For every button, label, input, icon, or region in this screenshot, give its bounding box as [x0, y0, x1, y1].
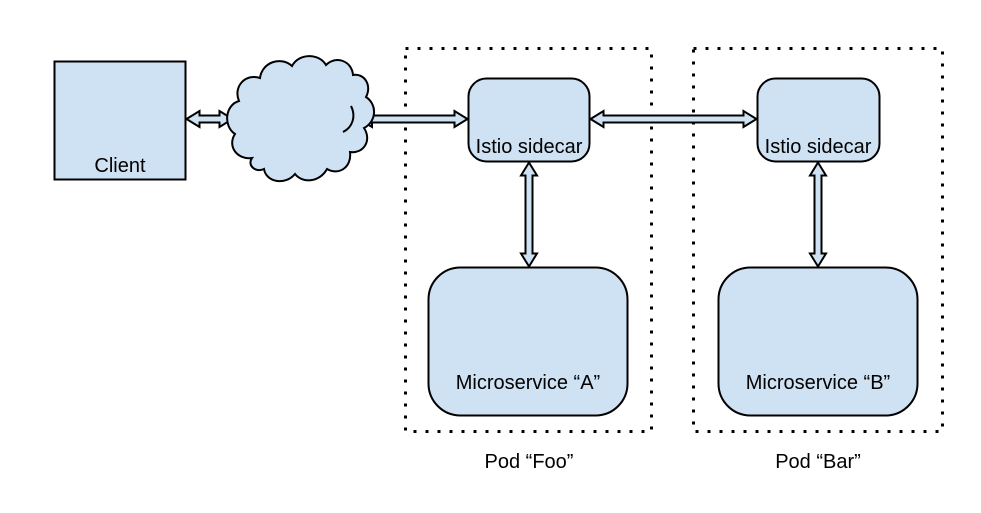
- client-label: Client: [94, 155, 146, 177]
- istio-sidecar-a-label: Istio sidecar: [476, 136, 583, 158]
- arrow-sidecar-a-service-a: [519, 160, 539, 269]
- microservice-a-box: [427, 266, 629, 417]
- microservice-a-label: Microservice “A”: [456, 372, 600, 394]
- pod-bar-label: Pod “Bar”: [775, 451, 861, 473]
- network-cloud-curl: [342, 105, 355, 133]
- arrow-sidecar-a-sidecar-b: [588, 109, 759, 129]
- arrow-sidecar-b-service-b: [808, 160, 828, 269]
- microservice-b-label: Microservice “B”: [746, 372, 890, 394]
- microservice-b-box: [717, 266, 919, 417]
- arrow-client-cloud: [184, 109, 235, 129]
- client-box: [53, 60, 187, 181]
- network-cloud: [226, 55, 375, 183]
- istio-sidecar-b-label: Istio sidecar: [765, 136, 872, 158]
- istio-sidecar-a-box: [467, 77, 591, 163]
- arrow-cloud-sidecar-a: [357, 109, 470, 129]
- pod-foo-label: Pod “Foo”: [485, 451, 574, 473]
- pod-foo-boundary: [404, 47, 653, 433]
- pod-bar-boundary: [692, 47, 944, 433]
- istio-sidecar-b-box: [756, 77, 881, 163]
